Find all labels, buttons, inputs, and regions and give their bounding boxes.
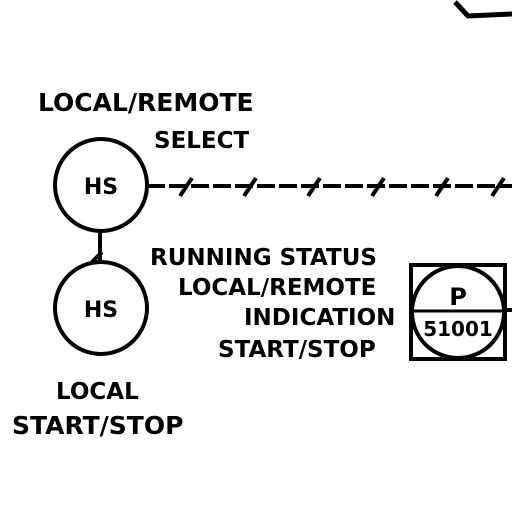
label-running-status: RUNNING STATUS [150,245,377,271]
plc-letter: P [449,283,467,311]
label-local-remote: LOCAL/REMOTE [38,88,254,117]
plc-number: 51001 [423,317,493,341]
label-start-stop: START/STOP [218,337,376,363]
hs-bottom-tag: HS [84,298,118,323]
label-select: SELECT [154,128,250,154]
plc-symbol: P 51001 [409,263,512,361]
hand-switch-local-start-stop: HS [53,260,149,356]
label-local-start-stop: START/STOP [12,411,184,440]
hs-top-tag: HS [84,175,118,200]
hand-switch-local-remote: HS [53,137,149,233]
electrical-signal-line [147,176,512,198]
label-local-remote-indication: LOCAL/REMOTE [178,275,377,301]
label-indication: INDICATION [244,305,396,331]
connection-line-vertical [90,231,104,264]
partial-arrow [453,0,512,19]
label-local: LOCAL [56,379,139,405]
